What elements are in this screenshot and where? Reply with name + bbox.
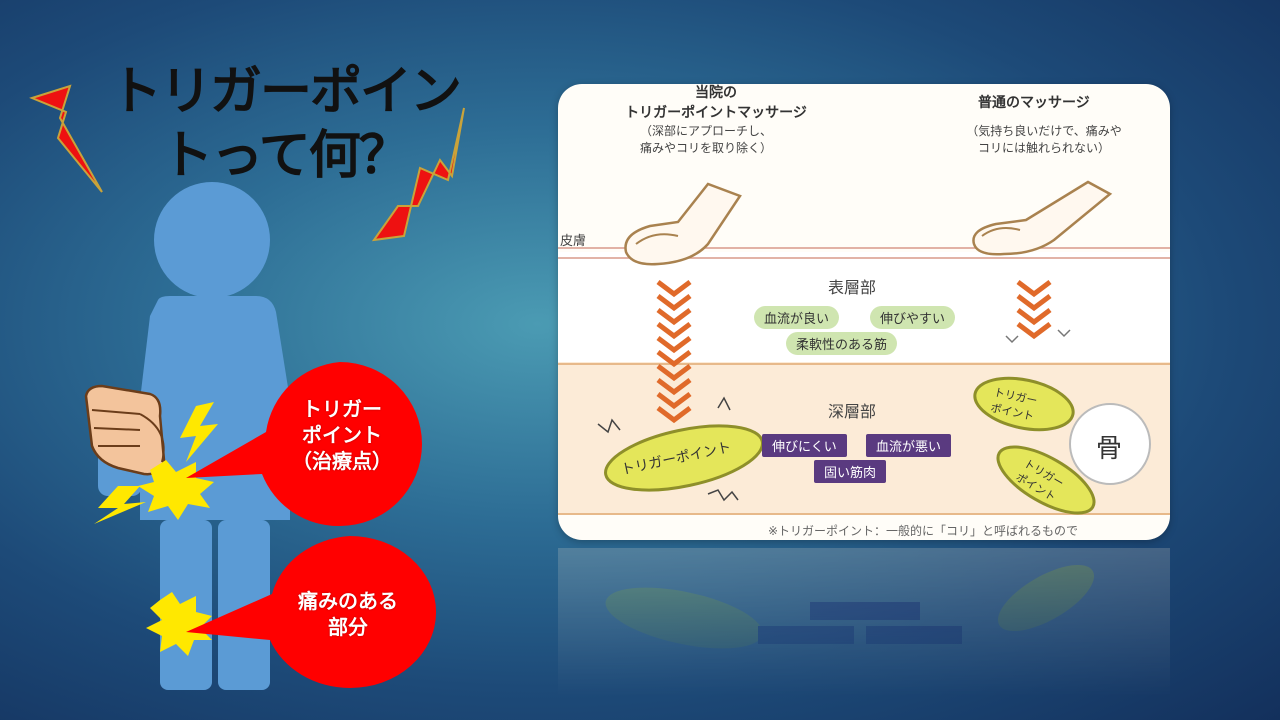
diagram-reflection — [558, 548, 1170, 698]
surface-layer-label: 表層部 — [828, 278, 877, 297]
trigger-callout-line-2: ポイント — [302, 423, 382, 447]
right-note-line-2: コリには触れられない） — [977, 141, 1110, 155]
small-lightning-icon — [180, 402, 218, 462]
pain-callout-line-2: 部分 — [328, 615, 368, 639]
lightning-left-icon — [29, 84, 103, 193]
left-heading: 当院の トリガーポイントマッサージ — [606, 84, 826, 122]
left-heading-line-2: トリガーポイントマッサージ — [625, 105, 807, 121]
title-line-1: トリガーポイン — [109, 62, 462, 122]
skin-label: 皮膚 — [560, 234, 587, 249]
right-heading: 普通のマッサージ — [978, 95, 1090, 111]
pain-callout-line-1: 痛みのある — [298, 589, 398, 613]
deep-tag-poor-flow: 血流が悪い — [866, 434, 952, 457]
page-title: トリガーポイン トって何？ — [100, 60, 470, 188]
deep-pressure-arrow-icon — [656, 280, 692, 424]
trigger-callout-line-1: トリガー — [302, 397, 382, 421]
massage-comparison-diagram: 当院の トリガーポイントマッサージ （深部にアプローチし、 痛みやコリを取り除く… — [558, 84, 1170, 540]
left-note-line-1: （深部にアプローチし、 — [639, 124, 772, 138]
title-line-2: トって何？ — [161, 126, 410, 186]
right-note-line-1: （気持ち良いだけで、痛みや — [966, 124, 1122, 138]
left-note-line-2: 痛みやコリを取り除く） — [639, 141, 772, 155]
body-illustration — [29, 84, 465, 690]
hand-icon — [84, 384, 166, 476]
left-note: （深部にアプローチし、 痛みやコリを取り除く） — [606, 122, 806, 156]
pain-callout-bubble — [186, 535, 437, 688]
bone-shape — [1069, 403, 1151, 485]
deep-tag-stiff: 伸びにくい — [762, 434, 847, 457]
reflection-graphics — [558, 548, 1170, 698]
surface-tag-flexible: 柔軟性のある筋 — [786, 332, 898, 355]
pain-callout-text: 痛みのある 部分 — [278, 588, 418, 640]
trigger-callout-text: トリガー ポイント （治療点） — [282, 396, 402, 474]
head-shape — [154, 182, 270, 298]
bone-label: 骨 — [1096, 434, 1123, 464]
trigger-callout-bubble — [186, 362, 422, 527]
surface-tag-blood-flow: 血流が良い — [754, 306, 840, 329]
lightning-right-icon — [371, 107, 465, 242]
trigger-point-blob-small-2 — [996, 445, 1096, 515]
deep-tag-hard-muscle: 固い筋肉 — [814, 460, 887, 483]
pain-spark-icon — [146, 592, 212, 656]
right-finger-icon — [972, 180, 1113, 256]
left-finger-icon — [624, 182, 742, 266]
footnote: ※トリガーポイント：一般的に「コリ」と呼ばれるもので — [768, 524, 1079, 538]
right-leg-shape — [218, 520, 270, 690]
right-note: （気持ち良いだけで、痛みや コリには触れられない） — [944, 122, 1144, 156]
trigger-callout-line-3: （治療点） — [292, 449, 392, 473]
trigger-point-blob-small-1 — [973, 376, 1075, 432]
surface-tag-stretchy: 伸びやすい — [870, 306, 956, 329]
shallow-pressure-arrow-icon — [1016, 280, 1052, 340]
deep-layer-label: 深層部 — [828, 402, 877, 421]
pain-lightning-icon — [94, 486, 146, 524]
diagram-graphics — [558, 180, 1170, 515]
left-heading-line-1: 当院の — [695, 85, 737, 101]
